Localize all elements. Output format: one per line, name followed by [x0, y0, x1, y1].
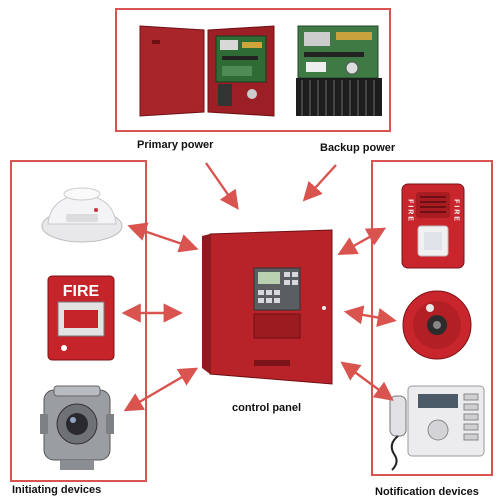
- arrow-panel-bell: [343, 305, 397, 327]
- fire-bell: [402, 290, 472, 360]
- arrow-primary-to-panel: [205, 162, 239, 210]
- backup-power-label: Backup power: [320, 142, 396, 154]
- notification-devices-label: Notification devices: [375, 486, 479, 498]
- flame-detector: [40, 385, 114, 470]
- primary-power-label: Primary power: [137, 139, 214, 151]
- arrow-panel-strobe: [337, 227, 387, 256]
- arrow-panel-station: [340, 361, 394, 401]
- arrow-backup-to-panel: [302, 164, 337, 202]
- primary-power-enclosure: [139, 25, 275, 117]
- backup-power-board: [296, 25, 382, 116]
- horn-strobe-text-right: F I R E: [453, 199, 460, 221]
- pull-station: FIRE: [47, 275, 115, 361]
- initiating-devices-label: Initiating devices: [12, 484, 102, 496]
- pull-station-text: FIRE: [63, 283, 100, 300]
- voice-station: [389, 385, 485, 471]
- horn-strobe: F I R E F I R E: [401, 183, 465, 269]
- horn-strobe-text-left: F I R E: [407, 199, 414, 221]
- control-panel: [202, 229, 333, 385]
- arrow-flame-panel: [123, 367, 199, 412]
- power-frame: [115, 8, 391, 132]
- arrow-smoke-panel: [127, 222, 199, 253]
- control-panel-label: control panel: [232, 402, 302, 414]
- smoke-detector: [41, 187, 123, 243]
